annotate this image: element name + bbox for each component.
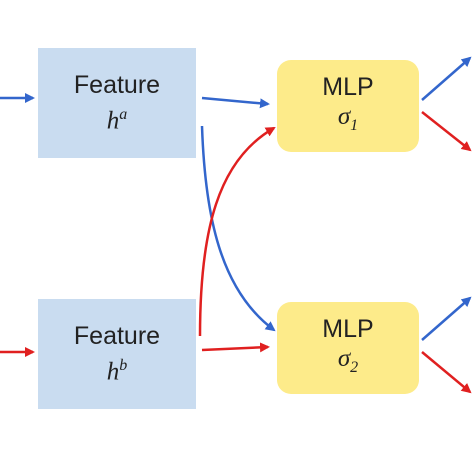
mlp-2-title: MLP [322,314,374,343]
mlp-1-symbol: σ1 [337,102,359,134]
mlp-1-title: MLP [322,72,374,101]
feature-b-symbol: hb [106,356,128,386]
arrow-feature-b-to-mlp-1 [198,126,276,337]
output-arrow-mlp-2-down [421,351,472,394]
mlp-1-box: MLP σ1 [277,60,419,152]
output-arrow-mlp-2-up [421,296,472,341]
feature-b-title: Feature [73,321,161,350]
feature-a-box: Feature ha [38,48,196,158]
feature-a-symbol: ha [106,105,128,135]
mlp-2-symbol: σ2 [337,344,359,376]
mlp-2-box: MLP σ2 [277,302,419,394]
output-arrow-mlp-1-down [421,111,472,152]
output-arrow-mlp-1-up [421,56,472,101]
arrow-feature-b-to-mlp-2 [201,342,270,353]
arrow-feature-a-to-mlp-2 [200,125,276,332]
feature-a-title: Feature [73,70,161,99]
arrow-feature-a-to-mlp-1 [201,96,270,109]
feature-b-box: Feature hb [38,299,196,409]
